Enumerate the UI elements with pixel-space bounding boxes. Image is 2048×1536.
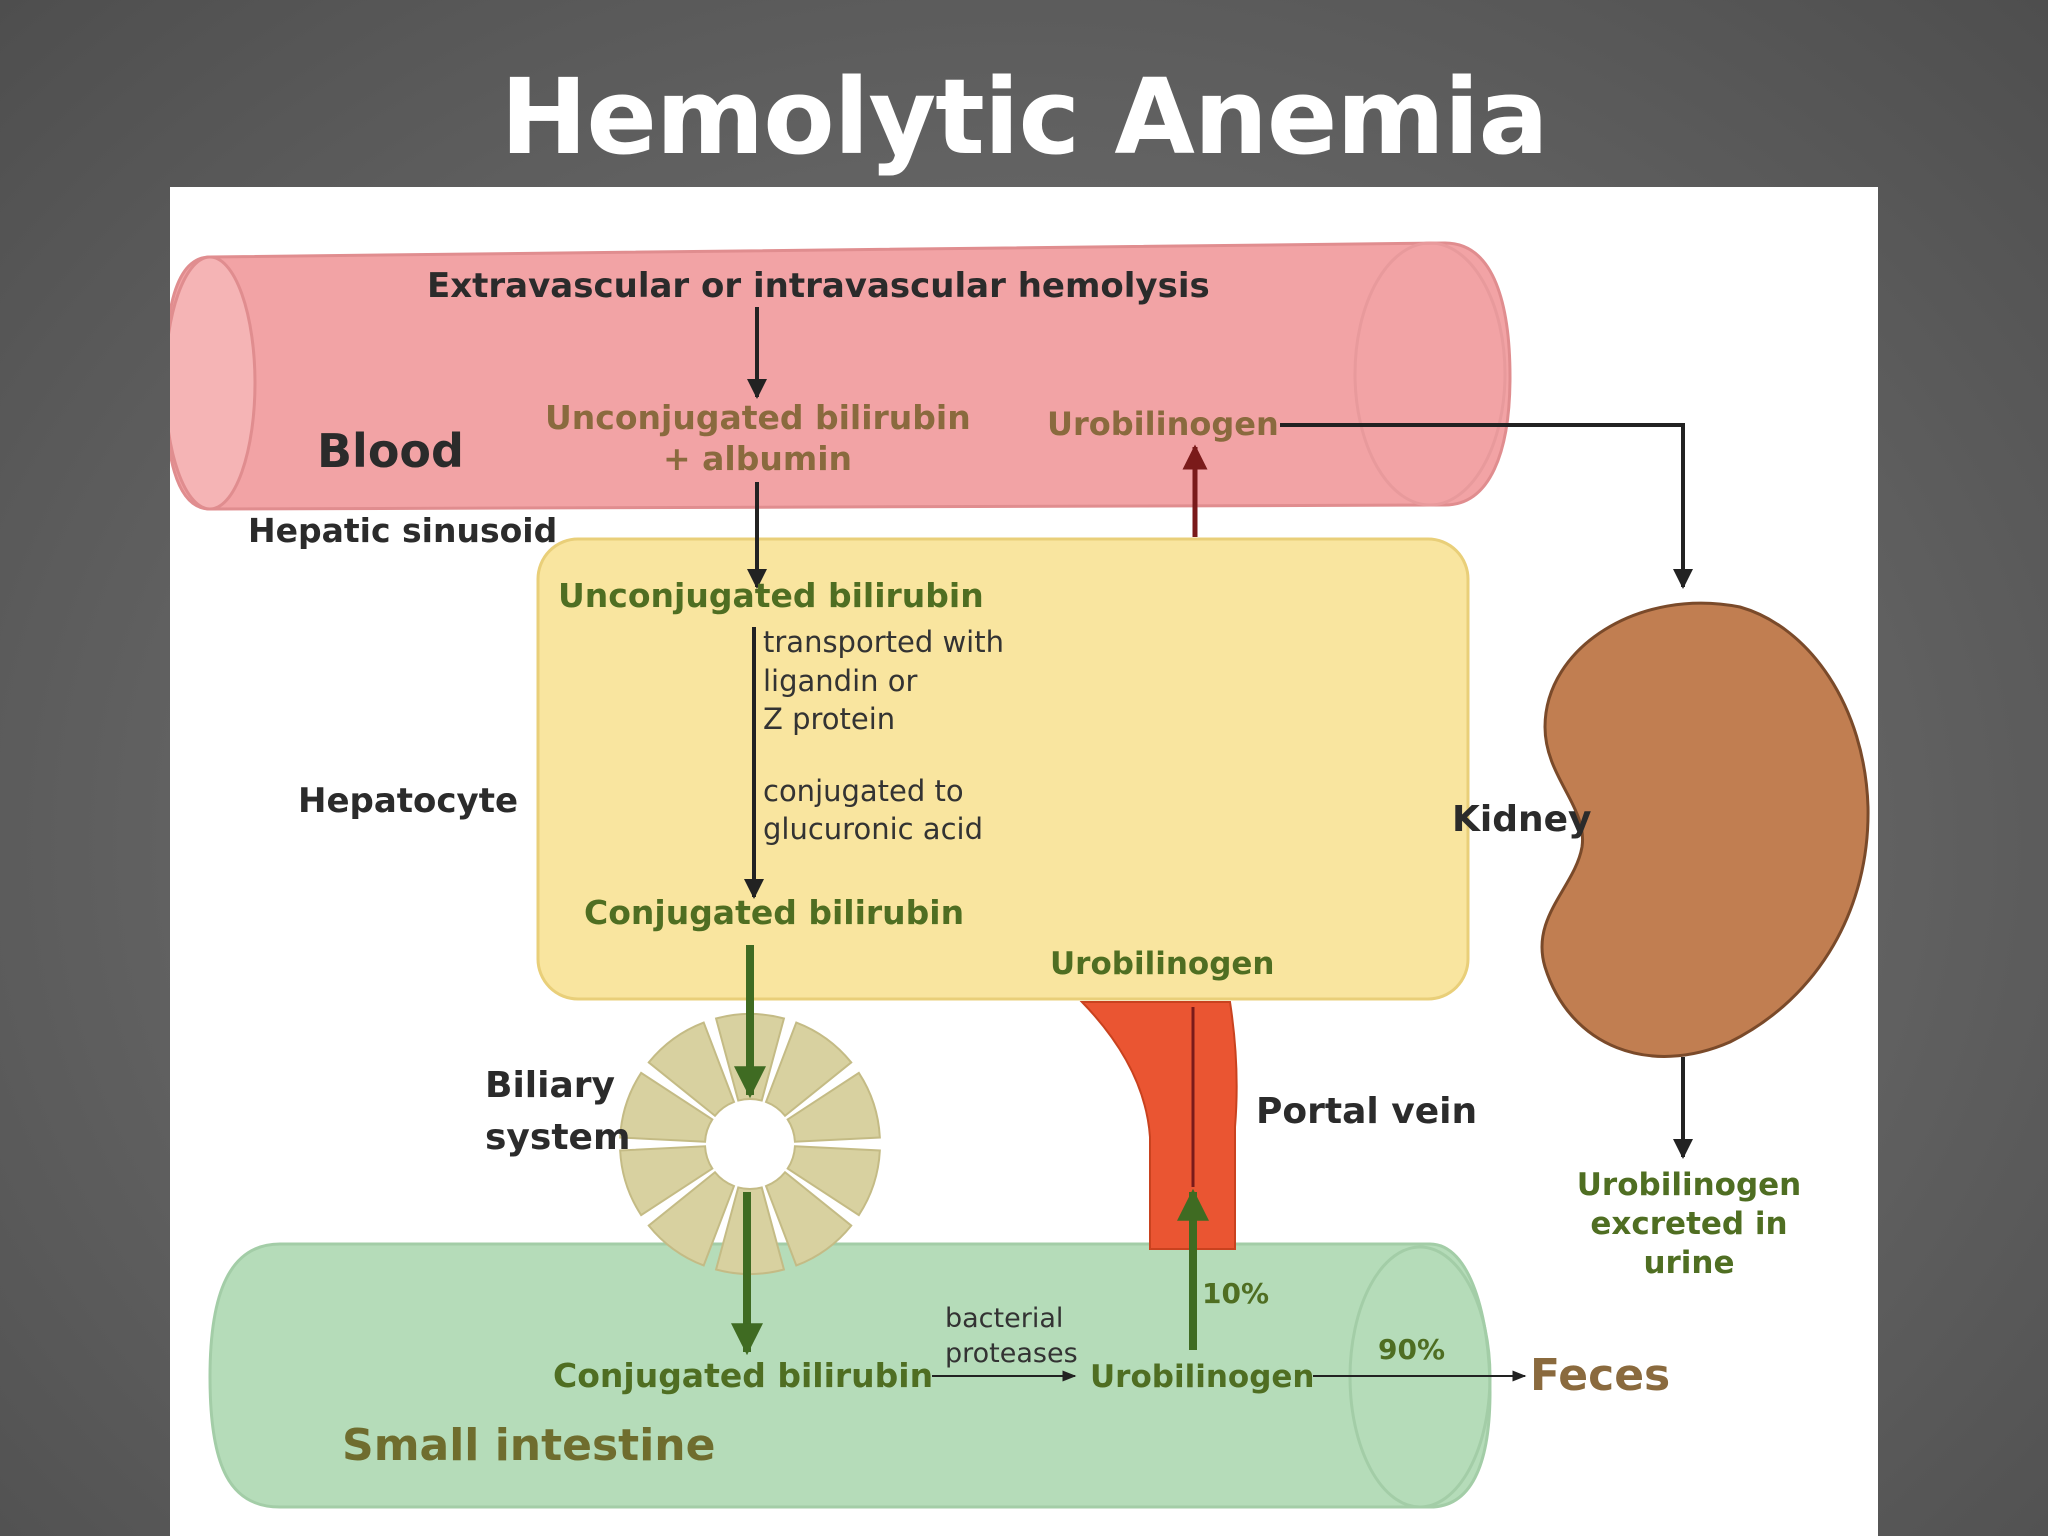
kidney <box>1540 601 1870 1058</box>
label-hep-unconj: Unconjugated bilirubin <box>558 576 984 615</box>
arrow-blood-to-kidney <box>1280 423 1693 589</box>
biliary-segment <box>764 1170 853 1267</box>
biliary-lumen <box>709 1103 791 1185</box>
label-blood-urobilinogen: Urobilinogen <box>1047 405 1279 443</box>
bilirubin-diagram: Extravascular or intravascular hemolysis… <box>170 241 1870 1509</box>
label-blood-unconj-1: Unconjugated bilirubin <box>545 398 971 437</box>
slide-title: Hemolytic Anemia <box>500 56 1548 178</box>
biliary-segment <box>619 1071 714 1143</box>
biliary-segment <box>647 1021 736 1118</box>
label-hemolysis: Extravascular or intravascular hemolysis <box>427 266 1210 306</box>
label-urine-1: Urobilinogen <box>1577 1167 1801 1203</box>
label-bacterial-2: proteases <box>945 1338 1078 1369</box>
label-portal-vein: Portal vein <box>1256 1091 1477 1132</box>
label-biliary-1: Biliary <box>485 1065 615 1106</box>
label-conj-step-2: glucuronic acid <box>763 812 983 846</box>
label-urine-2: excreted in <box>1590 1206 1787 1242</box>
label-hepatic-sinusoid: Hepatic sinusoid <box>248 511 557 550</box>
hepatocyte-box <box>536 537 1470 1001</box>
biliary-segment <box>647 1170 736 1267</box>
biliary-segment <box>786 1145 881 1217</box>
label-small-intestine: Small intestine <box>342 1420 715 1471</box>
label-kidney: Kidney <box>1452 799 1592 840</box>
biliary-system <box>619 1013 881 1275</box>
label-bacterial-1: bacterial <box>945 1303 1063 1334</box>
label-transport-3: Z protein <box>763 702 895 736</box>
biliary-segment <box>764 1021 853 1118</box>
label-transport-1: transported with <box>763 625 1004 659</box>
label-biliary-2: system <box>485 1117 630 1158</box>
biliary-segment <box>619 1145 714 1217</box>
label-pct-10: 10% <box>1202 1277 1269 1310</box>
label-feces: Feces <box>1530 1350 1670 1401</box>
label-pct-90: 90% <box>1378 1333 1445 1366</box>
label-urine-3: urine <box>1643 1245 1734 1281</box>
label-blood: Blood <box>317 424 464 478</box>
portal-vein <box>1079 1001 1238 1250</box>
label-int-conj: Conjugated bilirubin <box>553 1356 933 1395</box>
label-hep-urobilinogen: Urobilinogen <box>1050 946 1274 982</box>
label-transport-2: ligandin or <box>763 664 917 698</box>
biliary-segment <box>786 1071 881 1143</box>
label-hep-conj: Conjugated bilirubin <box>584 893 964 932</box>
diagram-panel: Extravascular or intravascular hemolysis… <box>170 187 1878 1536</box>
label-hepatocyte: Hepatocyte <box>298 781 518 821</box>
label-int-urobilinogen: Urobilinogen <box>1090 1359 1314 1395</box>
label-conj-step-1: conjugated to <box>763 774 964 808</box>
blood-vessel <box>170 241 1512 511</box>
label-blood-unconj-2: + albumin <box>663 439 852 478</box>
